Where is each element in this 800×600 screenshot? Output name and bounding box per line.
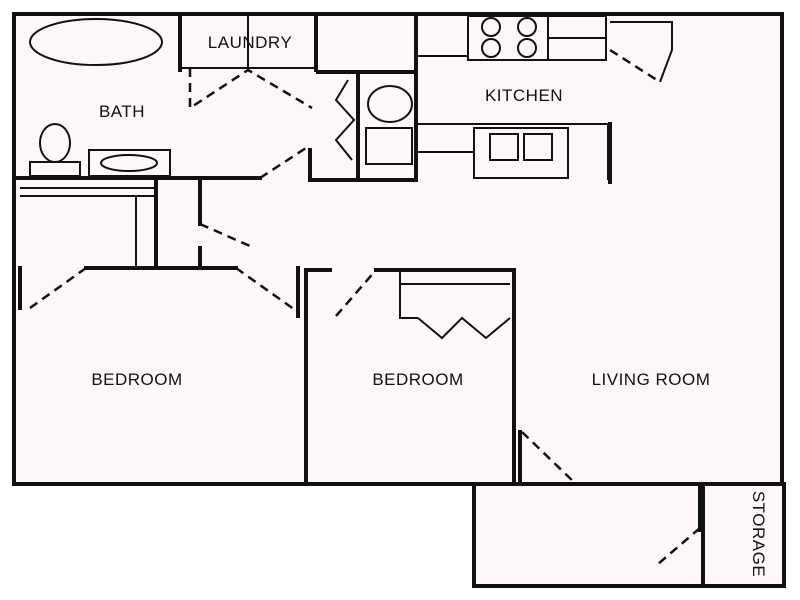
bath-area [12, 18, 307, 180]
bedroom-1-door [235, 266, 299, 314]
room-label-bedroom-2: BEDROOM [372, 370, 463, 389]
room-label-laundry: LAUNDRY [208, 33, 292, 52]
bedroom-2-door [335, 269, 377, 317]
hall-closet-door [199, 222, 251, 248]
room-label-bath: BATH [99, 102, 145, 121]
bedroom-1-closet-door [29, 266, 87, 310]
center-closets [308, 12, 418, 182]
main-floor [14, 14, 782, 484]
vanity-sink [100, 154, 158, 172]
water-heater [367, 85, 413, 123]
pantry-door [609, 48, 661, 84]
bath-door [259, 146, 307, 180]
room-label-living-room: LIVING ROOM [592, 370, 711, 389]
laundry-area [178, 12, 318, 111]
kitchen-sink [473, 127, 569, 179]
laundry-door [188, 68, 313, 111]
storage-floor [474, 484, 784, 586]
exterior-walls [12, 12, 786, 588]
entry-door [521, 431, 577, 485]
utility-box [365, 127, 413, 165]
room-label-bedroom-1: BEDROOM [91, 370, 182, 389]
toilet-bowl [39, 123, 71, 163]
bathtub [29, 18, 163, 66]
entry-and-storage [518, 430, 702, 565]
room-label-storage: STORAGE [749, 491, 768, 577]
room-label-kitchen: KITCHEN [485, 86, 563, 105]
toilet-tank [29, 161, 81, 177]
storage-door [657, 527, 701, 565]
bedroom-1-area [18, 178, 300, 318]
stove [467, 15, 549, 61]
kitchen-area [418, 15, 673, 184]
bedroom-2-area [304, 268, 516, 486]
